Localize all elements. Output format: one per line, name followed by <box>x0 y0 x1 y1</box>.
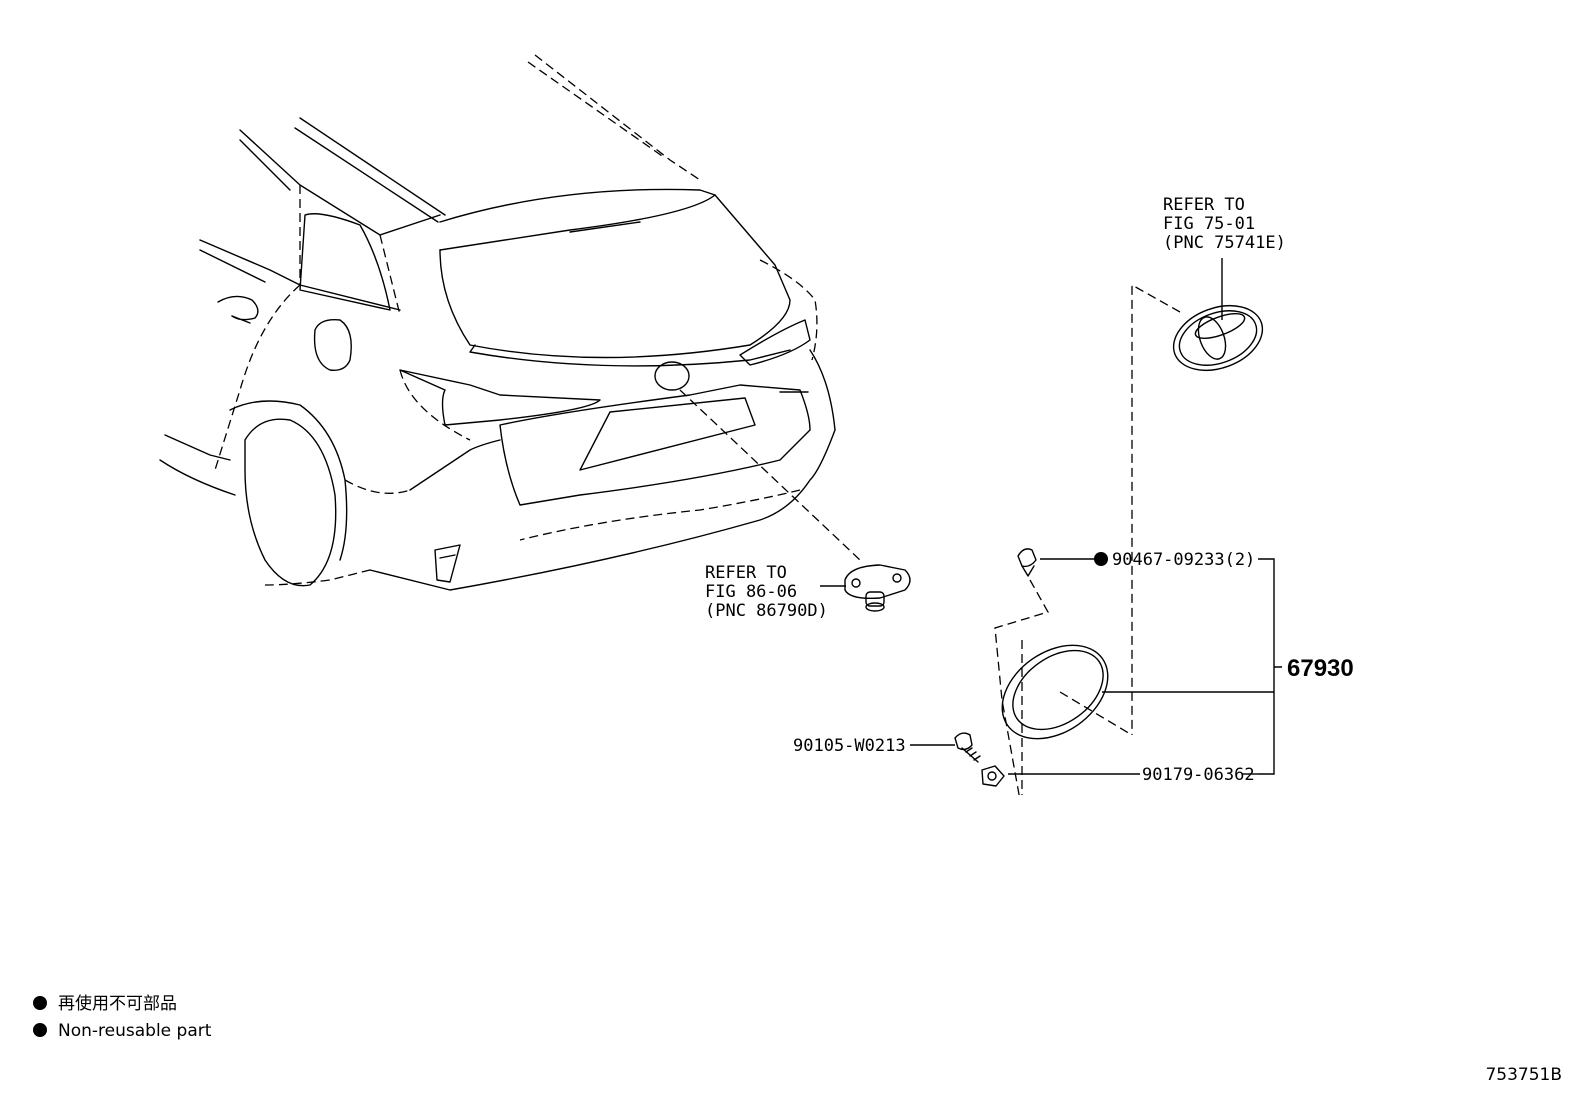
emblem-ref-line1: REFER TO <box>1163 195 1245 215</box>
assembly-part-number: 67930 <box>1287 655 1354 682</box>
vehicle-rear-outline <box>159 54 836 591</box>
toyota-emblem-icon <box>1172 305 1264 371</box>
clip-part-number: 90467-09233(2) <box>1112 550 1255 570</box>
screw-part-number: 90105-W0213 <box>793 736 906 756</box>
legend-marker-en <box>33 1023 47 1037</box>
nut-part-number: 90179-06362 <box>1142 765 1255 785</box>
emblem-ref-line2: FIG 75-01 <box>1163 214 1255 234</box>
diagram-id: 753751B <box>1485 1065 1562 1085</box>
clip-alignment-dashed <box>994 579 1049 801</box>
camera-ref-line1: REFER TO <box>705 563 787 583</box>
clip-icon <box>1017 548 1037 577</box>
rear-camera-icon <box>844 564 911 612</box>
legend-text-ja: 再使用不可部品 <box>58 993 177 1014</box>
emblem-ref-line3: (PNC 75741E) <box>1163 233 1286 253</box>
camera-ref-line2: FIG 86-06 <box>705 582 797 602</box>
screw-icon <box>954 732 981 763</box>
legend-text-en: Non-reusable part <box>58 1021 212 1041</box>
legend-marker-ja <box>33 996 47 1010</box>
emblem-leader-dashed <box>1131 283 1181 735</box>
assembly-bracket <box>1102 558 1282 775</box>
nut-icon <box>981 765 1005 787</box>
camera-ref-line3: (PNC 86790D) <box>705 601 828 621</box>
non-reusable-marker <box>1094 552 1108 566</box>
emblem-garnish-icon <box>1001 644 1109 740</box>
